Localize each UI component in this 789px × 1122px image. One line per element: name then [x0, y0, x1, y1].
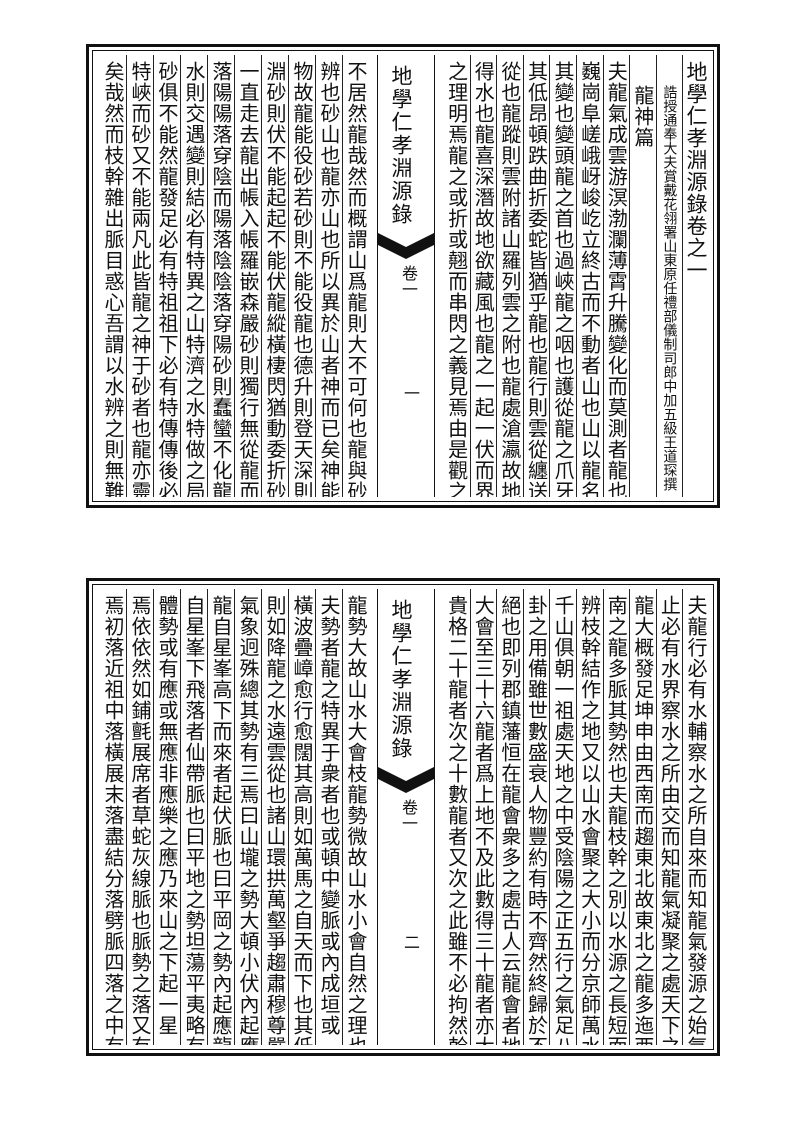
text-column: 南之龍多脈其勢然也夫龍枝幹之別以水源之長短而 [602, 589, 630, 1045]
book-title-line: 地學仁孝淵源錄卷之一 [682, 55, 709, 497]
right-leaf: 地學仁孝淵源錄卷之一 誥授通奉大夫賞戴花翎署山東原任禮部儀制司郎中加五級王道琛撰… [443, 55, 709, 497]
book-page-2: 夫龍行必有水輔察水之所自來而知龍氣發源之始氣 止必有水界察水之所由交而知龍氣凝聚… [86, 578, 720, 1056]
text-column: 大會至三十六龍者爲上地不及此數得三十龍者亦大 [469, 589, 497, 1045]
text-column: 焉初落近祖中落橫展末落盡結分落劈脈四落之中有 [101, 595, 125, 1045]
text-column: 橫波疊嶂愈行愈闊其高則如萬馬之自天而下也其低 [288, 589, 315, 1045]
chapter-title: 龍神篇 [629, 55, 656, 497]
text-column: 矣哉然而枝幹雜出脈目惑心吾謂以水辨之則無難定 [101, 61, 125, 497]
left-leaf: 不居然龍哉然而概謂山爲龍則大不可何也龍與砂之 辨也砂山也龍亦山也所以異於山者神而… [97, 55, 369, 497]
center-fold: 地學仁孝淵源錄 卷一 二 [377, 589, 435, 1045]
text-column: 其低昂頓跌曲折委蛇皆猶乎龍也龍行則雲從纏送雲之 [522, 55, 550, 497]
text-column: 巍崗阜嵯峨岈峻屹立終古而不動者山也山以龍名貴 [576, 55, 603, 497]
right-leaf: 夫龍行必有水輔察水之所自來而知龍氣發源之始氣 止必有水界察水之所由交而知龍氣凝聚… [443, 589, 709, 1045]
book-page-1: 地學仁孝淵源錄卷之一 誥授通奉大夫賞戴花翎署山東原任禮部儀制司郎中加五級王道琛撰… [86, 44, 720, 508]
text-column: 則如降龍之水遠雲從也諸山環拱萬壑爭趨肅穆尊嚴 [261, 589, 288, 1045]
volume-label: 卷一 [399, 265, 418, 297]
text-column: 砂俱不能然龍發足必有特祖祖下必有特傳傳後必有 [153, 55, 180, 497]
text-column: 不居然龍哉然而概謂山爲龍則大不可何也龍與砂之 [342, 55, 369, 497]
volume-label: 卷一 [399, 799, 418, 831]
text-column: 辨枝幹結作之地又以山水會聚之大小而分京師萬水 [576, 589, 603, 1045]
text-column: 特峽而砂又不能兩凡此皆龍之神于砂者也龍亦靈怪 [126, 55, 153, 497]
text-column: 自星峯下飛落者仙帶脈也曰平地之勢坦蕩平夷略有 [180, 589, 207, 1045]
text-column: 千山俱朝一祖處天地之中受陰陽之正五行之氣足八 [549, 589, 576, 1045]
fish-tail-mark [378, 767, 434, 793]
text-column: 得水也龍喜深潛故地欲藏風也龍之一起一伏而界受 [469, 55, 497, 497]
text-column: 之理明焉龍之或折或翹而串閃之義見焉由是觀之山 [444, 61, 469, 497]
text-column: 龍勢大故山水大會枝龍勢微故山水小會自然之理也 [342, 589, 369, 1045]
text-column: 夫龍行必有水輔察水之所自來而知龍氣發源之始氣 [682, 589, 709, 1045]
page-number: 二 [401, 934, 420, 950]
text-column: 絕也即列郡鎮藩恒在龍會衆多之處古人云龍會者地 [496, 589, 523, 1045]
text-column: 從也龍蹤則雲附諸山羅列雲之附也龍處滄瀛故地須 [496, 55, 523, 497]
text-column: 龍自星峯高下而來者起伏脈也曰平岡之勢內起應龍 [207, 589, 234, 1045]
text-column: 體勢或有應或無應非應樂之應乃來山之下起一星 [153, 589, 180, 1045]
text-column: 水則交遇變則結必有特異之山特濟之水特做之局而 [180, 55, 207, 497]
text-column: 夫龍氣成雲游溟渤瀾薄霄升騰變化而莫測者龍也崔 [602, 55, 630, 497]
left-leaf: 龍勢大故山水大會枝龍勢微故山水小會自然之理也 夫勢者龍之特異于衆者也或頓中變脈或… [97, 589, 369, 1045]
text-column: 辨也砂山也龍亦山也所以異於山者神而已矣神能役 [315, 55, 342, 497]
text-column: 其變也變頭龍之首也過峽龍之咽也護從龍之爪牙也 [549, 55, 576, 497]
author-line: 誥授通奉大夫賞戴花翎署山東原任禮部儀制司郎中加五級王道琛撰 [655, 55, 683, 497]
text-column: 一直走去龍出帳入帳羅嵌森嚴砂則獨行無從龍而陰 [234, 55, 261, 497]
text-column: 氣象迥殊總其勢有三焉曰山壠之勢大頓小伏內起應 [234, 589, 261, 1045]
text-column: 止必有水界察水之所由交而知龍氣凝聚之處天下之 [655, 589, 683, 1045]
center-fold: 地學仁孝淵源錄 卷一 一 [377, 55, 435, 497]
fold-title: 地學仁孝淵源錄 [389, 65, 413, 226]
page-number: 一 [401, 385, 420, 401]
text-column: 落陽陽落穿陰而陽落陰陰落穿陽砂則蠢蠻不化龍遇 [207, 55, 234, 497]
text-column: 貴格二十龍者次之十數龍者又次之此雖不必拘然幹 [444, 595, 469, 1045]
text-column: 淵砂則伏不能起起不能伏龍縱橫棲閃猶動委折砂則 [261, 55, 288, 497]
fish-tail-mark [378, 233, 434, 259]
text-column: 卦之用備雖世數盛衰人物豐約有時不齊然終歸於不 [522, 589, 550, 1045]
text-column: 夫勢者龍之特異于衆者也或頓中變脈或內成垣或 [315, 589, 342, 1045]
fold-title: 地學仁孝淵源錄 [389, 599, 413, 760]
text-column: 物故龍能役砂若砂則不能役龍也德升則登天深則潛 [288, 55, 315, 497]
text-column: 焉依依然如鋪氈展席者草蛇灰線脈也脈勢之落又有四 [126, 589, 153, 1045]
text-column: 龍大概發足坤申由西南而趨東北故東北之龍多迤西 [629, 589, 656, 1045]
